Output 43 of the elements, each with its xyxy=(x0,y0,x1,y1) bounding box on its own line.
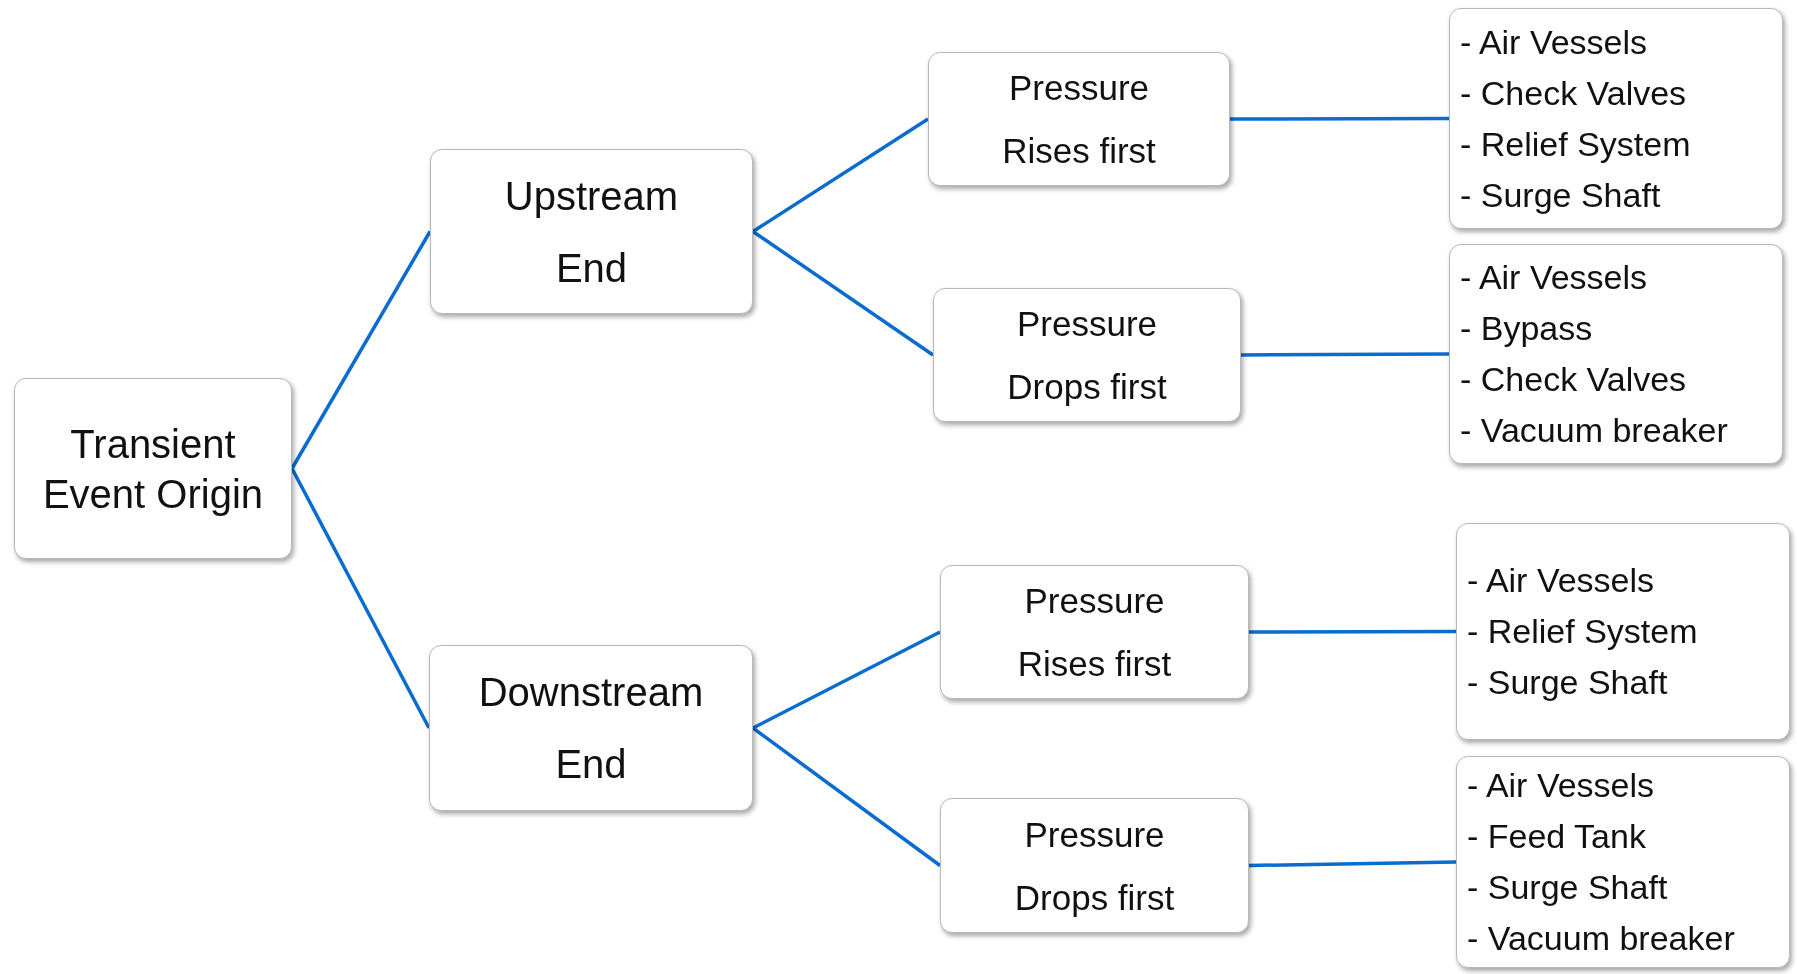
connector-line xyxy=(752,630,941,730)
list-item: - Feed Tank xyxy=(1467,816,1646,857)
list-item: - Vacuum breaker xyxy=(1460,410,1728,451)
list-item: - Surge Shaft xyxy=(1460,174,1661,216)
process-box xyxy=(940,565,1249,699)
box-label: Pressure Drops first xyxy=(1006,303,1168,408)
box-label: Pressure Drops first xyxy=(1013,813,1176,919)
process-box xyxy=(933,288,1241,422)
connector-line xyxy=(1241,352,1449,357)
list-box xyxy=(1456,756,1790,968)
list-item: - Air Vessels xyxy=(1460,21,1648,63)
process-box xyxy=(940,798,1249,933)
connector-line xyxy=(290,467,431,729)
list-item: - Relief System xyxy=(1460,123,1691,165)
box-label: Pressure Rises first xyxy=(1016,580,1173,685)
list-item: - Air Vessels xyxy=(1460,257,1648,298)
box-label: Upstream End xyxy=(503,172,680,292)
connector-line xyxy=(1248,860,1457,868)
connector-line xyxy=(752,230,934,357)
list-item: - Surge Shaft xyxy=(1467,662,1668,703)
list-box xyxy=(1456,523,1790,740)
box-label: Transient Event Origin xyxy=(41,420,265,518)
box-label: Pressure Rises first xyxy=(1001,67,1157,172)
list-box xyxy=(1449,244,1783,464)
connector-line xyxy=(1249,629,1456,634)
list-item: - Relief System xyxy=(1467,611,1698,652)
list-item: - Air Vessels xyxy=(1467,765,1655,806)
list-item: - Surge Shaft xyxy=(1467,867,1668,908)
box-label: Downstream End xyxy=(477,669,705,788)
list-item: - Air Vessels xyxy=(1467,560,1655,601)
process-box xyxy=(430,149,753,314)
list-item: - Check Valves xyxy=(1460,359,1687,400)
process-box xyxy=(928,52,1230,186)
connector-line xyxy=(290,230,432,470)
list-item: - Bypass xyxy=(1460,308,1593,349)
process-box xyxy=(14,378,292,559)
list-item: - Check Valves xyxy=(1460,72,1687,114)
process-box xyxy=(429,645,753,811)
connector-line xyxy=(751,726,942,867)
list-box xyxy=(1449,8,1783,229)
list-item: - Vacuum breaker xyxy=(1467,918,1735,959)
connector-line xyxy=(1230,116,1449,121)
connector-line xyxy=(752,117,929,233)
